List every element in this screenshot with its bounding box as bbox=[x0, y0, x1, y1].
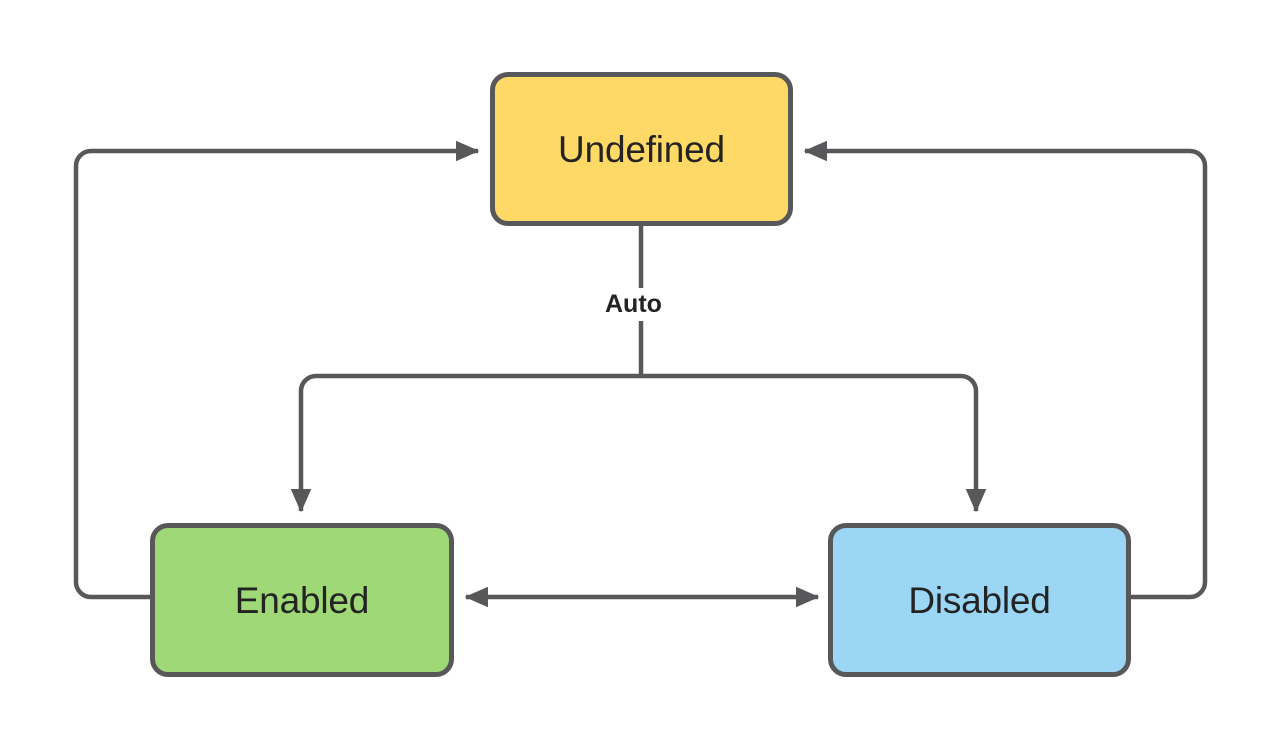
node-undefined[interactable]: Undefined bbox=[490, 72, 793, 226]
edge-enabled-undefined-line bbox=[73, 140, 480, 600]
edge-enabled-undefined[interactable] bbox=[73, 140, 480, 600]
edge-label-auto: Auto bbox=[598, 288, 669, 321]
node-enabled-label: Enabled bbox=[234, 579, 370, 621]
node-disabled-label: Disabled bbox=[908, 579, 1051, 621]
edge-disabled-undefined-line bbox=[803, 140, 1208, 600]
node-undefined-label: Undefined bbox=[558, 128, 725, 170]
edge-undefined-fork[interactable] bbox=[290, 226, 987, 513]
edge-undefined-to-enabled bbox=[290, 373, 641, 513]
edge-undefined-to-disabled bbox=[641, 373, 987, 513]
node-disabled[interactable]: Disabled bbox=[828, 523, 1131, 677]
edge-disabled-undefined[interactable] bbox=[803, 140, 1208, 600]
node-enabled[interactable]: Enabled bbox=[150, 523, 454, 677]
